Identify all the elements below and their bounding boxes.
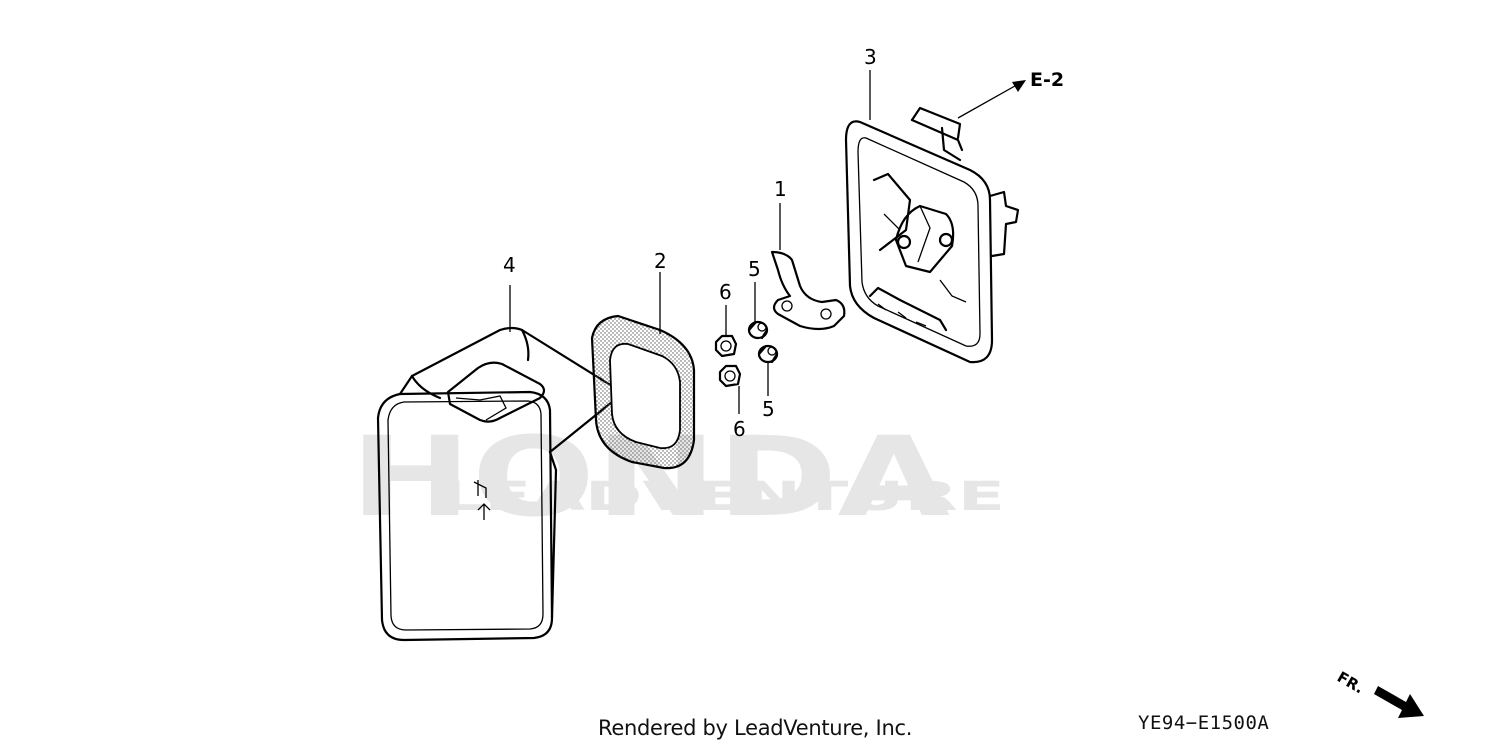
diagram-code: YE94−E1500A <box>1138 712 1270 734</box>
watermark-sub: LEADVENTURE <box>440 474 1005 520</box>
reference-arrow <box>957 80 1026 119</box>
callout-6-lower: 6 <box>733 417 746 441</box>
callout-6-upper: 6 <box>719 280 732 304</box>
callout-5-lower: 5 <box>762 397 775 421</box>
direction-label: FR. <box>1334 668 1367 697</box>
callout-5-upper: 5 <box>748 257 761 281</box>
footer-credit: Rendered by LeadVenture, Inc. <box>598 716 913 740</box>
air-cleaner-case <box>844 70 1020 364</box>
bracket <box>770 203 846 331</box>
reference-label: E-2 <box>1030 69 1064 91</box>
callout-3: 3 <box>864 45 877 69</box>
direction-arrow-icon <box>1374 686 1424 718</box>
air-cleaner-element <box>590 272 696 470</box>
callout-4: 4 <box>503 253 516 277</box>
nuts <box>714 305 742 414</box>
callout-1: 1 <box>774 177 787 201</box>
collars <box>747 282 779 396</box>
callout-2: 2 <box>654 249 667 273</box>
front-direction-indicator: FR. <box>1334 668 1424 718</box>
